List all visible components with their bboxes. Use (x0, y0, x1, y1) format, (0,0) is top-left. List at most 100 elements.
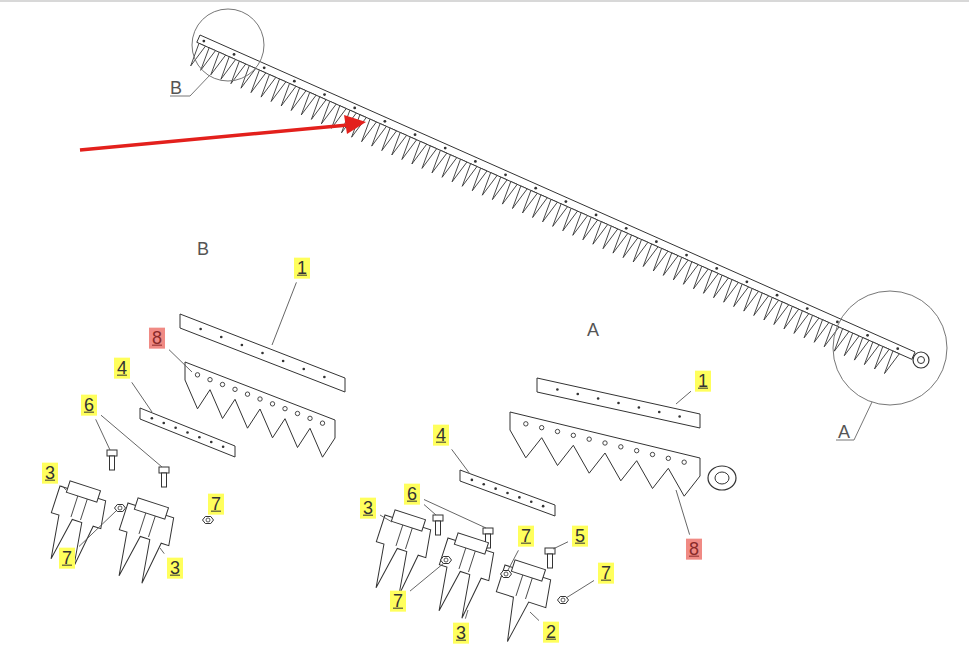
red-arrow (80, 125, 348, 150)
hole (597, 397, 600, 400)
drive-clamp (708, 466, 736, 490)
cutter-bar (191, 35, 929, 374)
hole (320, 421, 324, 425)
guard-rib (405, 528, 412, 549)
rivet (323, 93, 326, 96)
bolt-head (433, 515, 443, 521)
rivet (715, 267, 718, 270)
leader-line (380, 515, 392, 522)
guard-rib (525, 578, 532, 599)
rivet (896, 347, 899, 350)
guard-rib (396, 525, 403, 546)
rivet (595, 214, 598, 217)
nut-hole (561, 598, 565, 602)
bolt-shank (436, 521, 441, 535)
leader-line (62, 486, 66, 490)
hole (506, 492, 509, 495)
callout-number: 7 (59, 548, 75, 569)
rivet (534, 187, 537, 190)
callout-number: 7 (518, 526, 534, 547)
leader-line (160, 548, 164, 554)
hole (198, 436, 201, 439)
leader-lines (62, 282, 691, 620)
callout-number: 5 (572, 526, 588, 547)
callout-number: 3 (42, 463, 58, 484)
hole (556, 388, 559, 391)
hole (270, 402, 274, 406)
callout-number: 6 (404, 484, 420, 505)
hole (258, 397, 262, 401)
hole (571, 433, 575, 437)
nut (115, 505, 126, 512)
hole (530, 500, 533, 503)
rivet (293, 80, 296, 83)
hole (678, 415, 681, 418)
hole (555, 429, 559, 433)
hole (210, 441, 213, 444)
leader-line (424, 505, 436, 515)
hold-down-plate (460, 470, 555, 516)
leader-line (272, 282, 296, 345)
rivet (866, 334, 869, 337)
guard-rib (139, 513, 146, 534)
detail-circle (833, 291, 947, 405)
guard-rib (516, 575, 523, 596)
hole (638, 406, 641, 409)
guard-rib (148, 516, 155, 537)
red-arrowhead (344, 115, 366, 134)
rivet (504, 173, 507, 176)
hole (524, 422, 528, 426)
hole (494, 487, 497, 490)
hole (617, 402, 620, 405)
rivet (776, 294, 779, 297)
hole (619, 445, 623, 449)
leader-line (132, 382, 152, 412)
hole (261, 352, 264, 355)
drive-ring (918, 357, 925, 364)
nut-hole (118, 506, 122, 510)
rivet (353, 107, 356, 110)
callout-number: 4 (433, 425, 449, 446)
rivet (745, 280, 748, 283)
hole (233, 387, 237, 391)
top-rule (0, 0, 969, 2)
hole (576, 393, 579, 396)
hole (295, 411, 299, 415)
hole (542, 505, 545, 508)
callout-number: 7 (208, 494, 224, 515)
hole (151, 417, 154, 420)
view-label: B (170, 78, 182, 99)
guard-body (426, 538, 498, 623)
callout-number: 4 (114, 358, 130, 379)
hole (323, 376, 326, 379)
guard-cap (391, 510, 425, 531)
nut-hole (444, 558, 448, 562)
rivet (474, 160, 477, 163)
nut (441, 557, 452, 564)
leader-line (465, 610, 468, 619)
leader-line (676, 490, 690, 535)
hole (282, 360, 285, 363)
nut (203, 517, 214, 524)
hole (482, 483, 485, 486)
hole (587, 437, 591, 441)
knife-section (510, 412, 700, 496)
guard-tooth (372, 124, 387, 147)
drive-clamp (715, 472, 729, 484)
rivet (414, 133, 417, 136)
rivet (655, 240, 658, 243)
hole (220, 336, 223, 339)
callout-number: 1 (695, 371, 711, 392)
guard (426, 530, 500, 622)
leader-line (424, 500, 486, 528)
leader-line (566, 581, 594, 598)
hole (518, 496, 521, 499)
callout-number: 7 (598, 563, 614, 584)
callout-number: 2 (543, 622, 559, 643)
hold-down-plate (140, 408, 235, 457)
guard-rib (80, 499, 87, 520)
exploded-parts (38, 314, 736, 650)
leader-line (79, 511, 116, 546)
leader-line (553, 542, 568, 549)
